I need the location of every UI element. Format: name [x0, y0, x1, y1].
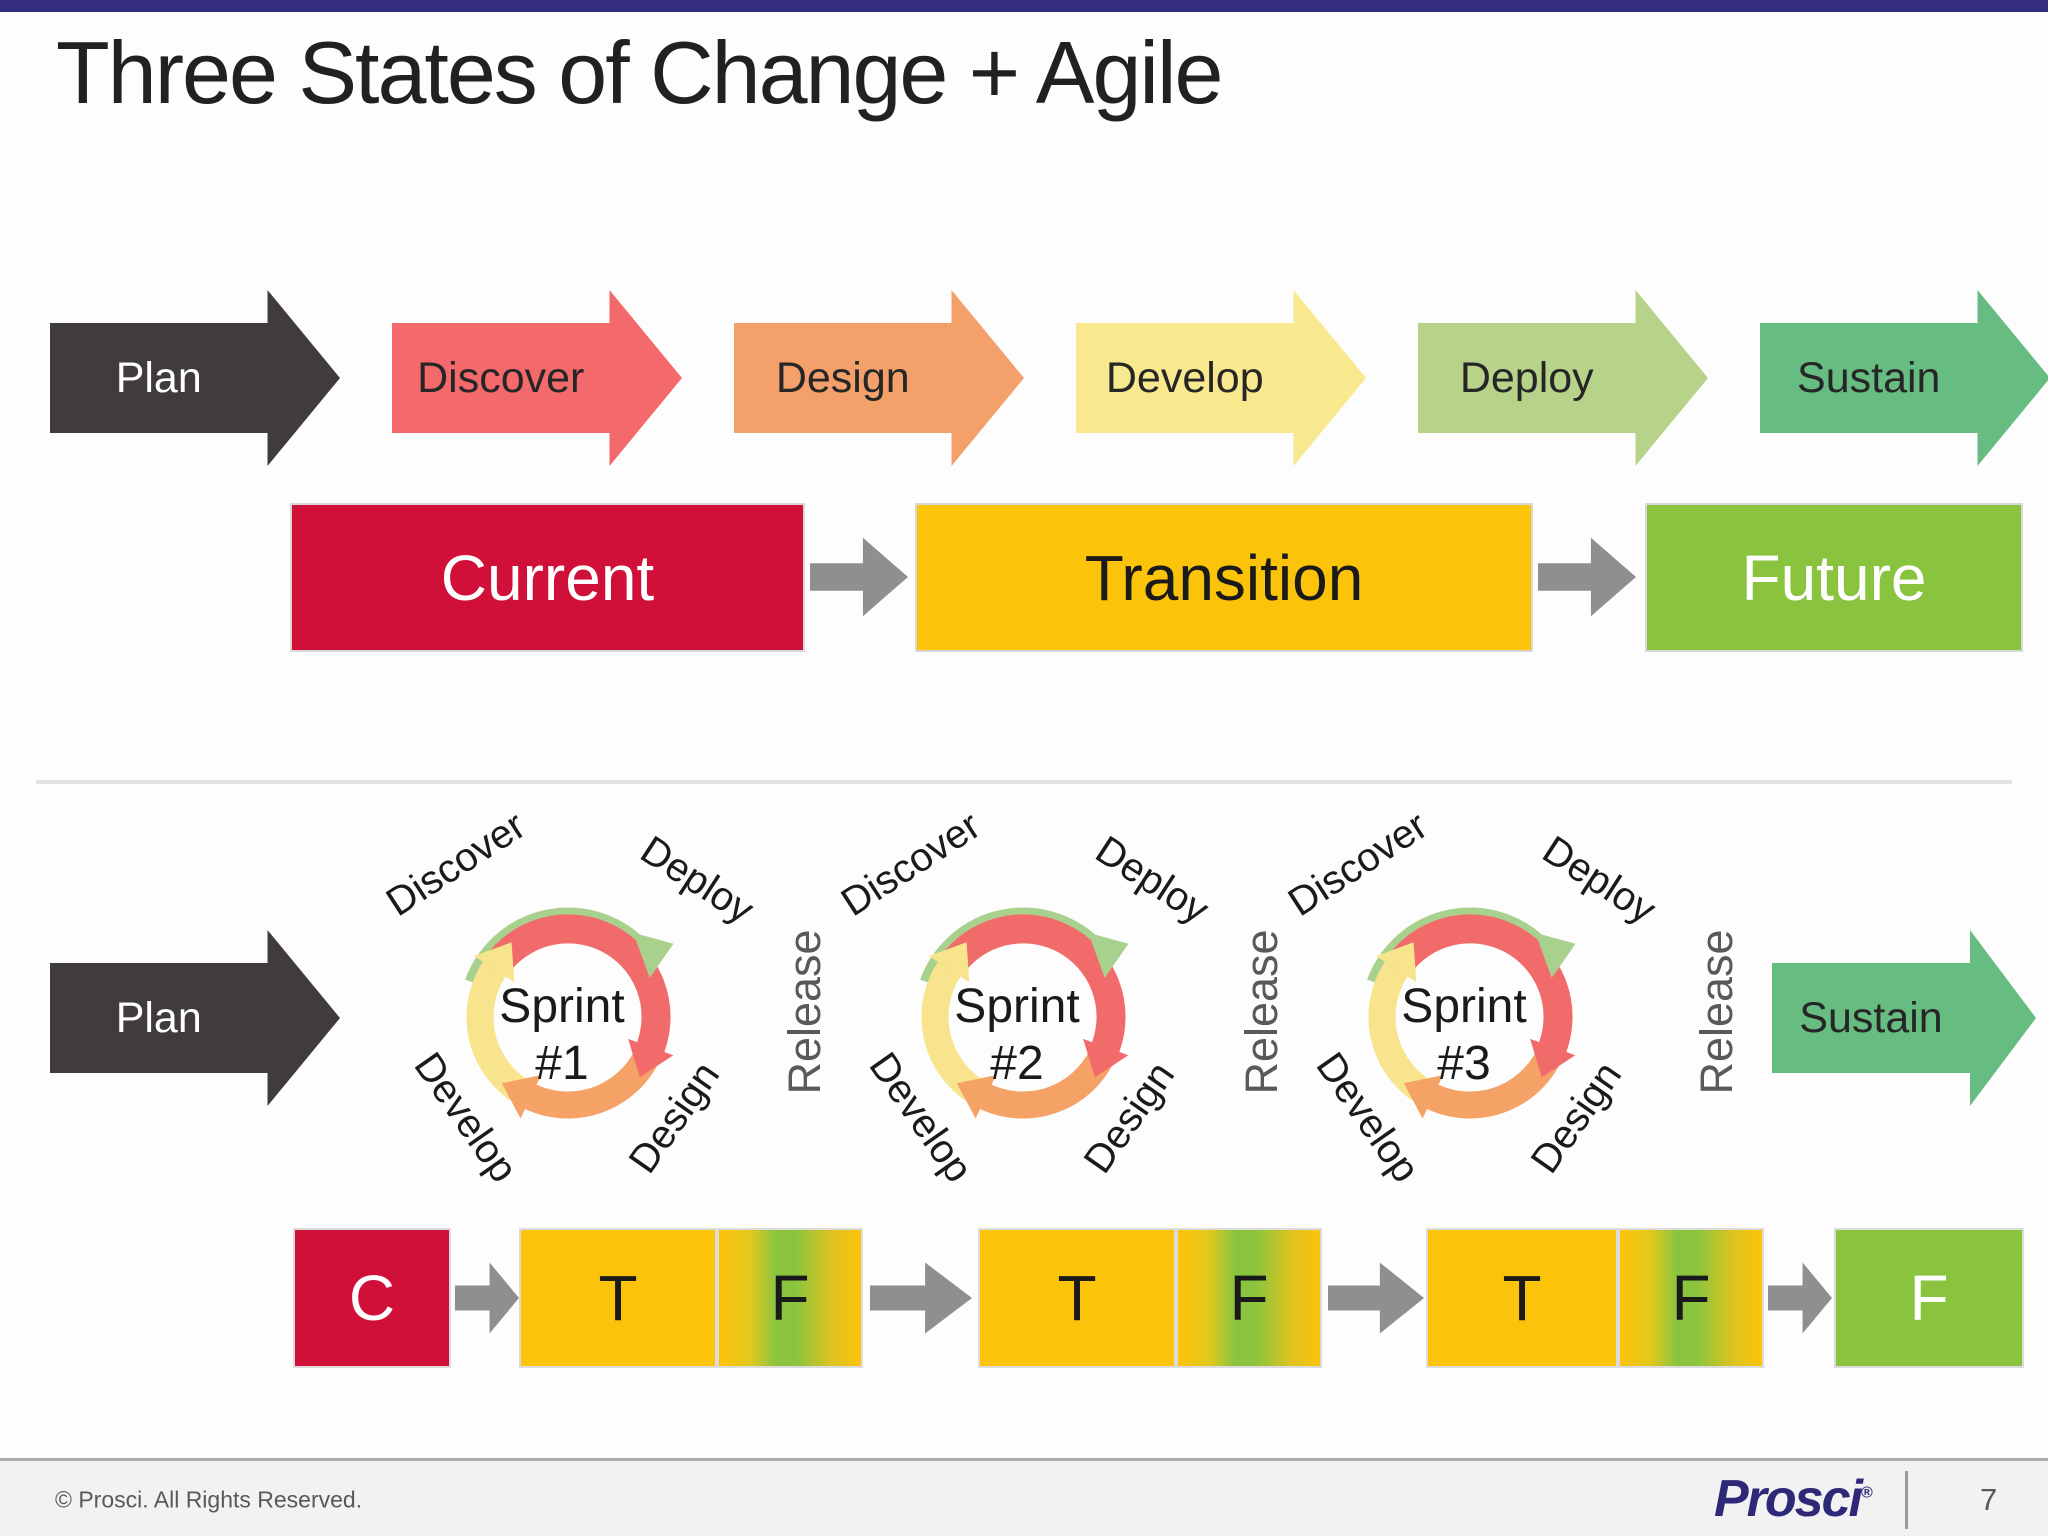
- develop-arrowhead-icon: [1376, 942, 1417, 983]
- top-accent-bar: [0, 0, 2048, 12]
- flow-arrow-develop-label: Develop: [1105, 353, 1264, 402]
- design-arrowhead-icon: [956, 1075, 996, 1119]
- discover-arrowhead-icon: [1083, 1038, 1129, 1078]
- agile-arrow-sustain: Sustain: [1772, 930, 2036, 1106]
- flow-arrow-sustain: Sustain: [1760, 290, 2048, 466]
- prosci-logo-text: Prosci: [1714, 1469, 1863, 1528]
- state-future-label: Future: [1741, 541, 1927, 614]
- flow-arrow-plan-label: Plan: [115, 353, 202, 402]
- flow-arrow-design: Design: [734, 290, 1024, 466]
- state-box-future: Future: [1645, 503, 2023, 652]
- flow-arrow-design-label: Design: [775, 353, 910, 402]
- right-arrow-icon: [1328, 1262, 1424, 1334]
- right-arrow-icon: [810, 537, 908, 617]
- agile-plan-label: Plan: [115, 993, 202, 1042]
- flow-arrow-plan: Plan: [50, 290, 340, 466]
- agile-sustain-label: Sustain: [1799, 993, 1943, 1042]
- develop-arrowhead-icon: [474, 942, 515, 983]
- design-arrowhead-icon: [1403, 1075, 1443, 1119]
- prosci-logo: Prosci®: [1714, 1469, 1873, 1529]
- page-number: 7: [1980, 1482, 1998, 1517]
- agile-arrow-plan: Plan: [50, 930, 340, 1106]
- cycle3-discover-label: Discover: [1281, 803, 1435, 925]
- bottom-box-transition-1: T: [519, 1228, 717, 1368]
- flow-arrow-develop: Develop: [1076, 290, 1366, 466]
- bottom-t-label: T: [598, 1262, 638, 1334]
- discover-arrowhead-icon: [1530, 1038, 1576, 1078]
- cycle2-deploy-label: Deploy: [1088, 828, 1216, 933]
- cycle3-deploy-label: Deploy: [1535, 828, 1663, 933]
- state-current-label: Current: [440, 541, 655, 614]
- section-divider: [36, 780, 2012, 784]
- cycle3-sprint-line1: Sprint: [1401, 980, 1526, 1033]
- bottom-box-transition-2: T: [978, 1228, 1176, 1368]
- sprint-cycle-1: Discover Deploy Develop Design Sprint #1: [379, 803, 762, 1190]
- bottom-box-future-partial-1: F: [717, 1228, 863, 1368]
- bottom-f-label: F: [770, 1262, 810, 1334]
- discover-arrowhead-icon: [628, 1038, 674, 1078]
- right-arrow-icon: [870, 1262, 972, 1334]
- deploy-arrowhead-icon: [1535, 932, 1576, 978]
- state-box-current: Current: [290, 503, 805, 652]
- bottom-t-label: T: [1502, 1262, 1542, 1334]
- release-label-3: Release: [1691, 929, 1742, 1095]
- cycle1-discover-label: Discover: [379, 803, 533, 925]
- bottom-f-label: F: [1229, 1262, 1269, 1334]
- cycle2-sprint-line2: #2: [990, 1037, 1043, 1090]
- bottom-box-current: C: [293, 1228, 451, 1368]
- deploy-arrowhead-icon: [633, 932, 674, 978]
- bottom-box-transition-3: T: [1426, 1228, 1618, 1368]
- copyright-text: © Prosci. All Rights Reserved.: [55, 1486, 363, 1513]
- bottom-box-future-partial-3: F: [1618, 1228, 1764, 1368]
- bottom-t-label: T: [1057, 1262, 1097, 1334]
- state-transition-label: Transition: [1084, 541, 1364, 614]
- design-arrowhead-icon: [501, 1075, 541, 1119]
- flow-arrow-discover: Discover: [392, 290, 682, 466]
- bottom-box-future-partial-2: F: [1176, 1228, 1322, 1368]
- sprint-cycle-3: Discover Deploy Develop Design Sprint #3: [1281, 803, 1664, 1190]
- flow-arrow-discover-label: Discover: [417, 353, 585, 402]
- bottom-box-future-final: F: [1834, 1228, 2024, 1368]
- cycle3-sprint-line2: #3: [1437, 1037, 1490, 1090]
- right-arrow-icon: [1538, 537, 1636, 617]
- registered-mark: ®: [1860, 1484, 1873, 1502]
- sprint-cycle-2: Discover Deploy Develop Design Sprint #2: [834, 803, 1217, 1190]
- cycle1-sprint-line1: Sprint: [499, 980, 624, 1033]
- state-box-transition: Transition: [915, 503, 1533, 652]
- deploy-arrowhead-icon: [1088, 932, 1129, 978]
- footer: © Prosci. All Rights Reserved. Prosci® 7: [0, 1458, 2048, 1536]
- cycle1-deploy-label: Deploy: [633, 828, 761, 933]
- bottom-f-final-label: F: [1909, 1262, 1949, 1334]
- bottom-c-label: C: [348, 1262, 396, 1334]
- flow-arrow-deploy: Deploy: [1418, 290, 1708, 466]
- cycle1-sprint-line2: #1: [535, 1037, 588, 1090]
- cycle2-discover-label: Discover: [834, 803, 988, 925]
- right-arrow-icon: [455, 1262, 519, 1334]
- bottom-f-label: F: [1671, 1262, 1711, 1334]
- develop-arrowhead-icon: [929, 942, 970, 983]
- right-arrow-icon: [1768, 1262, 1832, 1334]
- flow-arrow-sustain-label: Sustain: [1797, 353, 1941, 402]
- page-title: Three States of Change + Agile: [56, 23, 1223, 122]
- flow-arrow-deploy-label: Deploy: [1459, 353, 1594, 402]
- cycle2-sprint-line1: Sprint: [954, 980, 1079, 1033]
- footer-divider: [1905, 1471, 1908, 1529]
